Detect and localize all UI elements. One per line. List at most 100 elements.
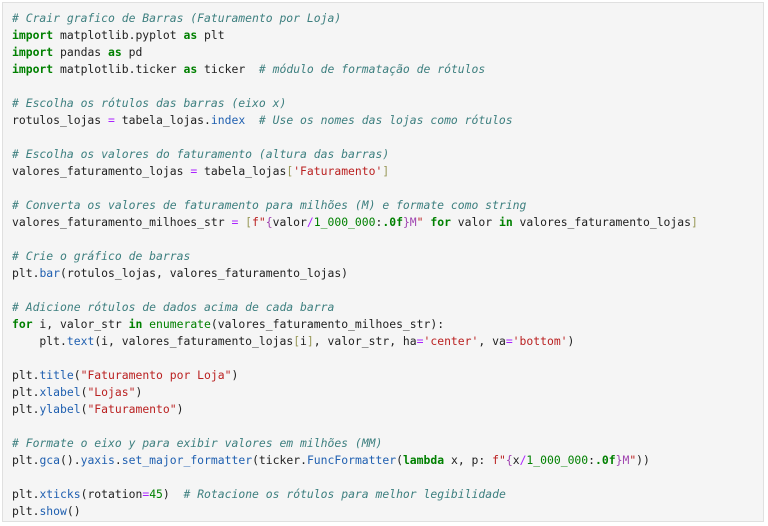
code-token: "Faturamento por Loja" bbox=[80, 368, 232, 382]
code-token: ) bbox=[135, 385, 143, 399]
code-line: plt.text(i, valores_faturamento_lojas[i]… bbox=[12, 333, 698, 350]
code-token: , valor_str, ha bbox=[313, 334, 417, 348]
code-line: plt.title("Faturamento por Loja") bbox=[12, 367, 698, 384]
code-line: plt.ylabel("Faturamento") bbox=[12, 401, 698, 418]
code-token: valor bbox=[272, 215, 307, 229]
code-token: = bbox=[142, 487, 150, 501]
code-token: import bbox=[12, 62, 54, 76]
code-comment: # Escolha os valores do faturamento (alt… bbox=[12, 147, 390, 161]
blank-line bbox=[12, 282, 698, 299]
code-token: (). bbox=[60, 453, 81, 467]
code-token: xticks bbox=[39, 487, 81, 501]
code-token: ylabel bbox=[39, 402, 81, 416]
blank-line bbox=[12, 469, 698, 486]
code-token: as bbox=[183, 62, 198, 76]
code-line: plt.xticks(rotation=45) # Rotacione os r… bbox=[12, 486, 698, 503]
code-token: )) bbox=[636, 453, 650, 467]
code-token: lambda bbox=[402, 453, 445, 467]
code-token: ) bbox=[231, 368, 239, 382]
code-token: ( bbox=[73, 368, 81, 382]
code-token: plt. bbox=[12, 487, 40, 501]
code-token: i bbox=[300, 334, 307, 348]
code-token: 'Faturamento' bbox=[293, 164, 383, 178]
code-token: gca bbox=[39, 453, 61, 467]
code-line: # Adicione rótulos de dados acima de cad… bbox=[12, 299, 698, 316]
code-token: plt. bbox=[12, 453, 40, 467]
code-token: ) bbox=[162, 487, 184, 501]
code-comment: # Escolha os rótulos das barras (eixo x) bbox=[12, 96, 287, 110]
code-token: text bbox=[66, 334, 95, 348]
code-token: (rotation bbox=[80, 487, 143, 501]
code-token: } bbox=[402, 215, 410, 229]
code-token: .0f bbox=[595, 453, 616, 467]
code-token: plt bbox=[197, 28, 225, 42]
code-token: rotulos_lojas bbox=[12, 113, 109, 127]
code-editor[interactable]: # Crair grafico de Barras (Faturamento p… bbox=[12, 10, 698, 520]
code-token: f" bbox=[492, 453, 506, 467]
code-token: { bbox=[265, 215, 273, 229]
code-line: # Escolha os rótulos das barras (eixo x) bbox=[12, 95, 698, 112]
code-token: x bbox=[512, 453, 520, 467]
code-token: = bbox=[190, 164, 198, 178]
code-token: valores_faturamento_milhoes_str bbox=[12, 215, 232, 229]
code-line: plt.bar(rotulos_lojas, valores_faturamen… bbox=[12, 265, 698, 282]
code-token: [ bbox=[286, 164, 294, 178]
code-token: as bbox=[183, 28, 198, 42]
code-token: plt. bbox=[12, 504, 40, 518]
code-token: plt. bbox=[12, 385, 40, 399]
blank-line bbox=[12, 78, 698, 95]
code-token: 1_000_000 bbox=[313, 215, 376, 229]
code-token: 1_000_000 bbox=[526, 453, 589, 467]
code-token: matplotlib.ticker bbox=[53, 62, 184, 76]
code-token: FuncFormatter bbox=[306, 453, 397, 467]
code-line: valores_faturamento_milhoes_str = [f"{va… bbox=[12, 214, 698, 231]
blank-line bbox=[12, 231, 698, 248]
code-token: = bbox=[231, 215, 239, 229]
code-line: rotulos_lojas = tabela_lojas.index # Use… bbox=[12, 112, 698, 129]
code-token: [ bbox=[245, 215, 253, 229]
code-token bbox=[245, 113, 259, 127]
code-comment: # Crie o gráfico de barras bbox=[12, 249, 191, 263]
code-token: / bbox=[306, 215, 314, 229]
code-token: plt. bbox=[12, 402, 40, 416]
code-token: { bbox=[505, 453, 513, 467]
code-token: ] bbox=[306, 334, 314, 348]
code-token: f" bbox=[252, 215, 266, 229]
code-token: } bbox=[615, 453, 623, 467]
code-token: ] bbox=[691, 215, 698, 229]
code-token: import bbox=[12, 28, 54, 42]
code-token: ( bbox=[80, 385, 88, 399]
code-token: for bbox=[430, 215, 451, 229]
code-token: , va bbox=[478, 334, 506, 348]
code-line: plt.gca().yaxis.set_major_formatter(tick… bbox=[12, 452, 698, 469]
code-comment: # Rotacione os rótulos para melhor legib… bbox=[183, 487, 506, 501]
code-token: matplotlib.pyplot bbox=[53, 28, 184, 42]
code-comment: # Converta os valores de faturamento par… bbox=[12, 198, 527, 212]
code-token: / bbox=[519, 453, 527, 467]
code-token: plt. bbox=[12, 368, 40, 382]
code-line: import matplotlib.ticker as ticker # mód… bbox=[12, 61, 698, 78]
code-token: (ticker. bbox=[252, 453, 307, 467]
code-token: "Lojas" bbox=[87, 385, 136, 399]
code-comment: # módulo de formatação de rótulos bbox=[258, 62, 486, 76]
code-token: enumerate bbox=[149, 317, 211, 331]
blank-line bbox=[12, 418, 698, 435]
code-token: pandas bbox=[53, 45, 109, 59]
code-token: ] bbox=[382, 164, 390, 178]
code-token: i, valor_str bbox=[32, 317, 129, 331]
code-line: plt.xlabel("Lojas") bbox=[12, 384, 698, 401]
code-token: (rotulos_lojas, valores_faturamento_loja… bbox=[60, 266, 349, 280]
code-token: (i, valores_faturamento_lojas bbox=[94, 334, 294, 348]
code-token: " bbox=[629, 453, 637, 467]
code-line: # Formate o eixo y para exibir valores e… bbox=[12, 435, 698, 452]
code-token: . bbox=[114, 453, 122, 467]
code-token: 'center' bbox=[423, 334, 479, 348]
code-comment: # Crair grafico de Barras (Faturamento p… bbox=[12, 11, 342, 25]
code-token: () bbox=[66, 504, 81, 518]
code-line: import pandas as pd bbox=[12, 44, 698, 61]
code-token: = bbox=[416, 334, 424, 348]
code-comment: # Use os nomes das lojas como rótulos bbox=[258, 113, 513, 127]
blank-line bbox=[12, 350, 698, 367]
code-token: : bbox=[375, 215, 383, 229]
